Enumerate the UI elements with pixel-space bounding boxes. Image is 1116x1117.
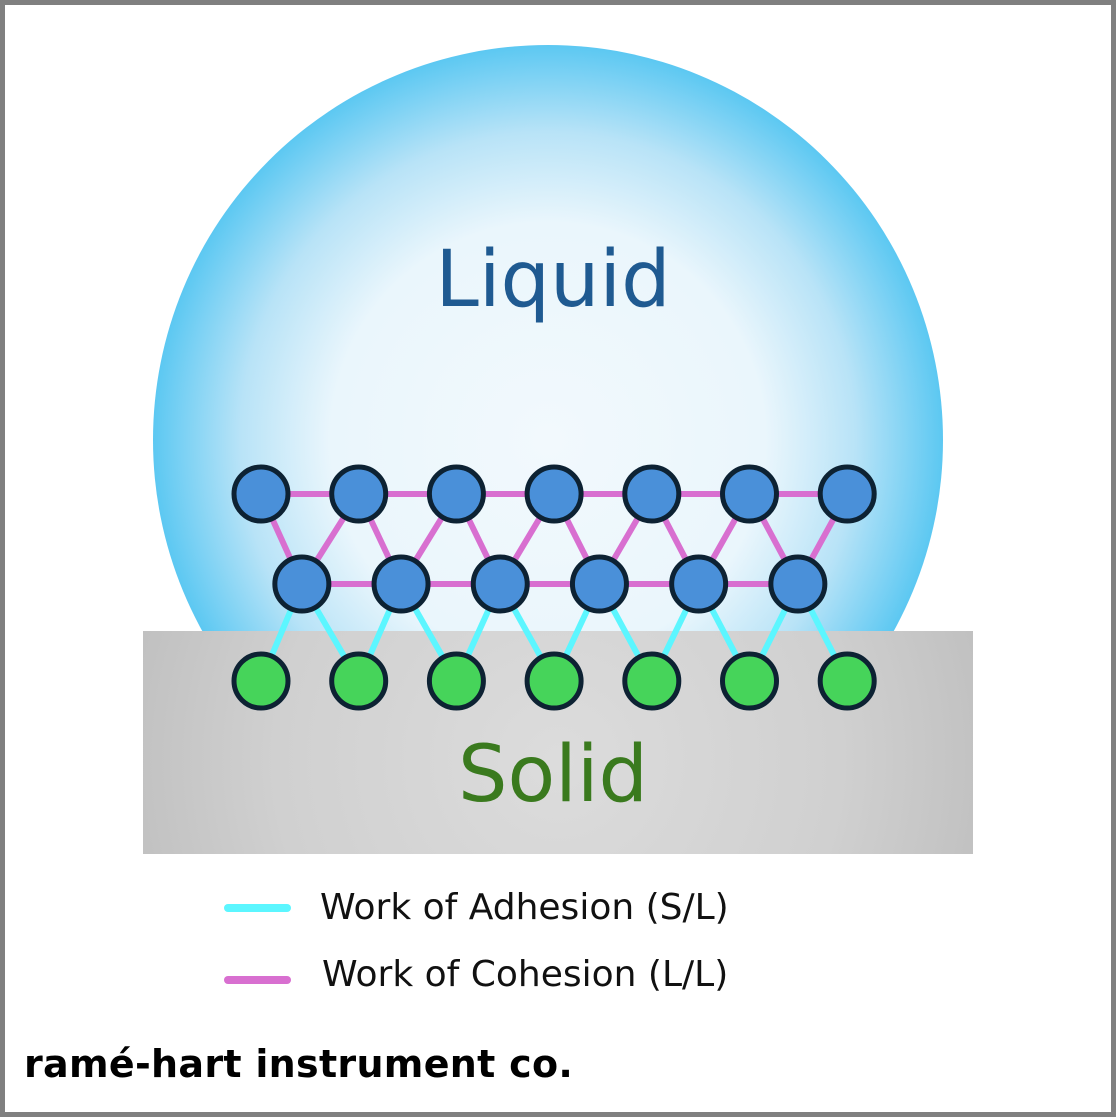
liquid-molecule: [817, 464, 877, 524]
liquid-molecule: [470, 554, 530, 614]
adhesion-legend-label: Work of Adhesion (S/L): [320, 887, 729, 928]
liquid-molecule: [231, 464, 291, 524]
liquid-molecule: [768, 554, 828, 614]
liquid-molecule: [622, 464, 682, 524]
legend: Work of Adhesion (S/L) Work of Cohesion …: [224, 887, 729, 995]
solid-molecule: [329, 651, 389, 711]
solid-label: Solid: [458, 730, 648, 820]
solid-molecules: [231, 651, 877, 711]
liquid-molecule: [426, 464, 486, 524]
company-brand: ramé-hart instrument co.: [24, 1042, 574, 1086]
solid-molecule: [426, 651, 486, 711]
liquid-molecule: [329, 464, 389, 524]
solid-molecule: [817, 651, 877, 711]
liquid-molecule: [524, 464, 584, 524]
solid-molecule: [622, 651, 682, 711]
liquid-molecules: [231, 464, 877, 614]
liquid-molecule: [669, 554, 729, 614]
liquid-molecule: [720, 464, 779, 524]
cohesion-legend-label: Work of Cohesion (L/L): [322, 954, 728, 995]
liquid-molecule: [272, 554, 332, 614]
liquid-molecule: [569, 554, 629, 614]
solid-molecule: [524, 651, 584, 711]
solid-molecule: [720, 651, 779, 711]
liquid-molecule: [371, 554, 431, 614]
liquid-label: Liquid: [435, 235, 670, 325]
solid-molecule: [231, 651, 291, 711]
